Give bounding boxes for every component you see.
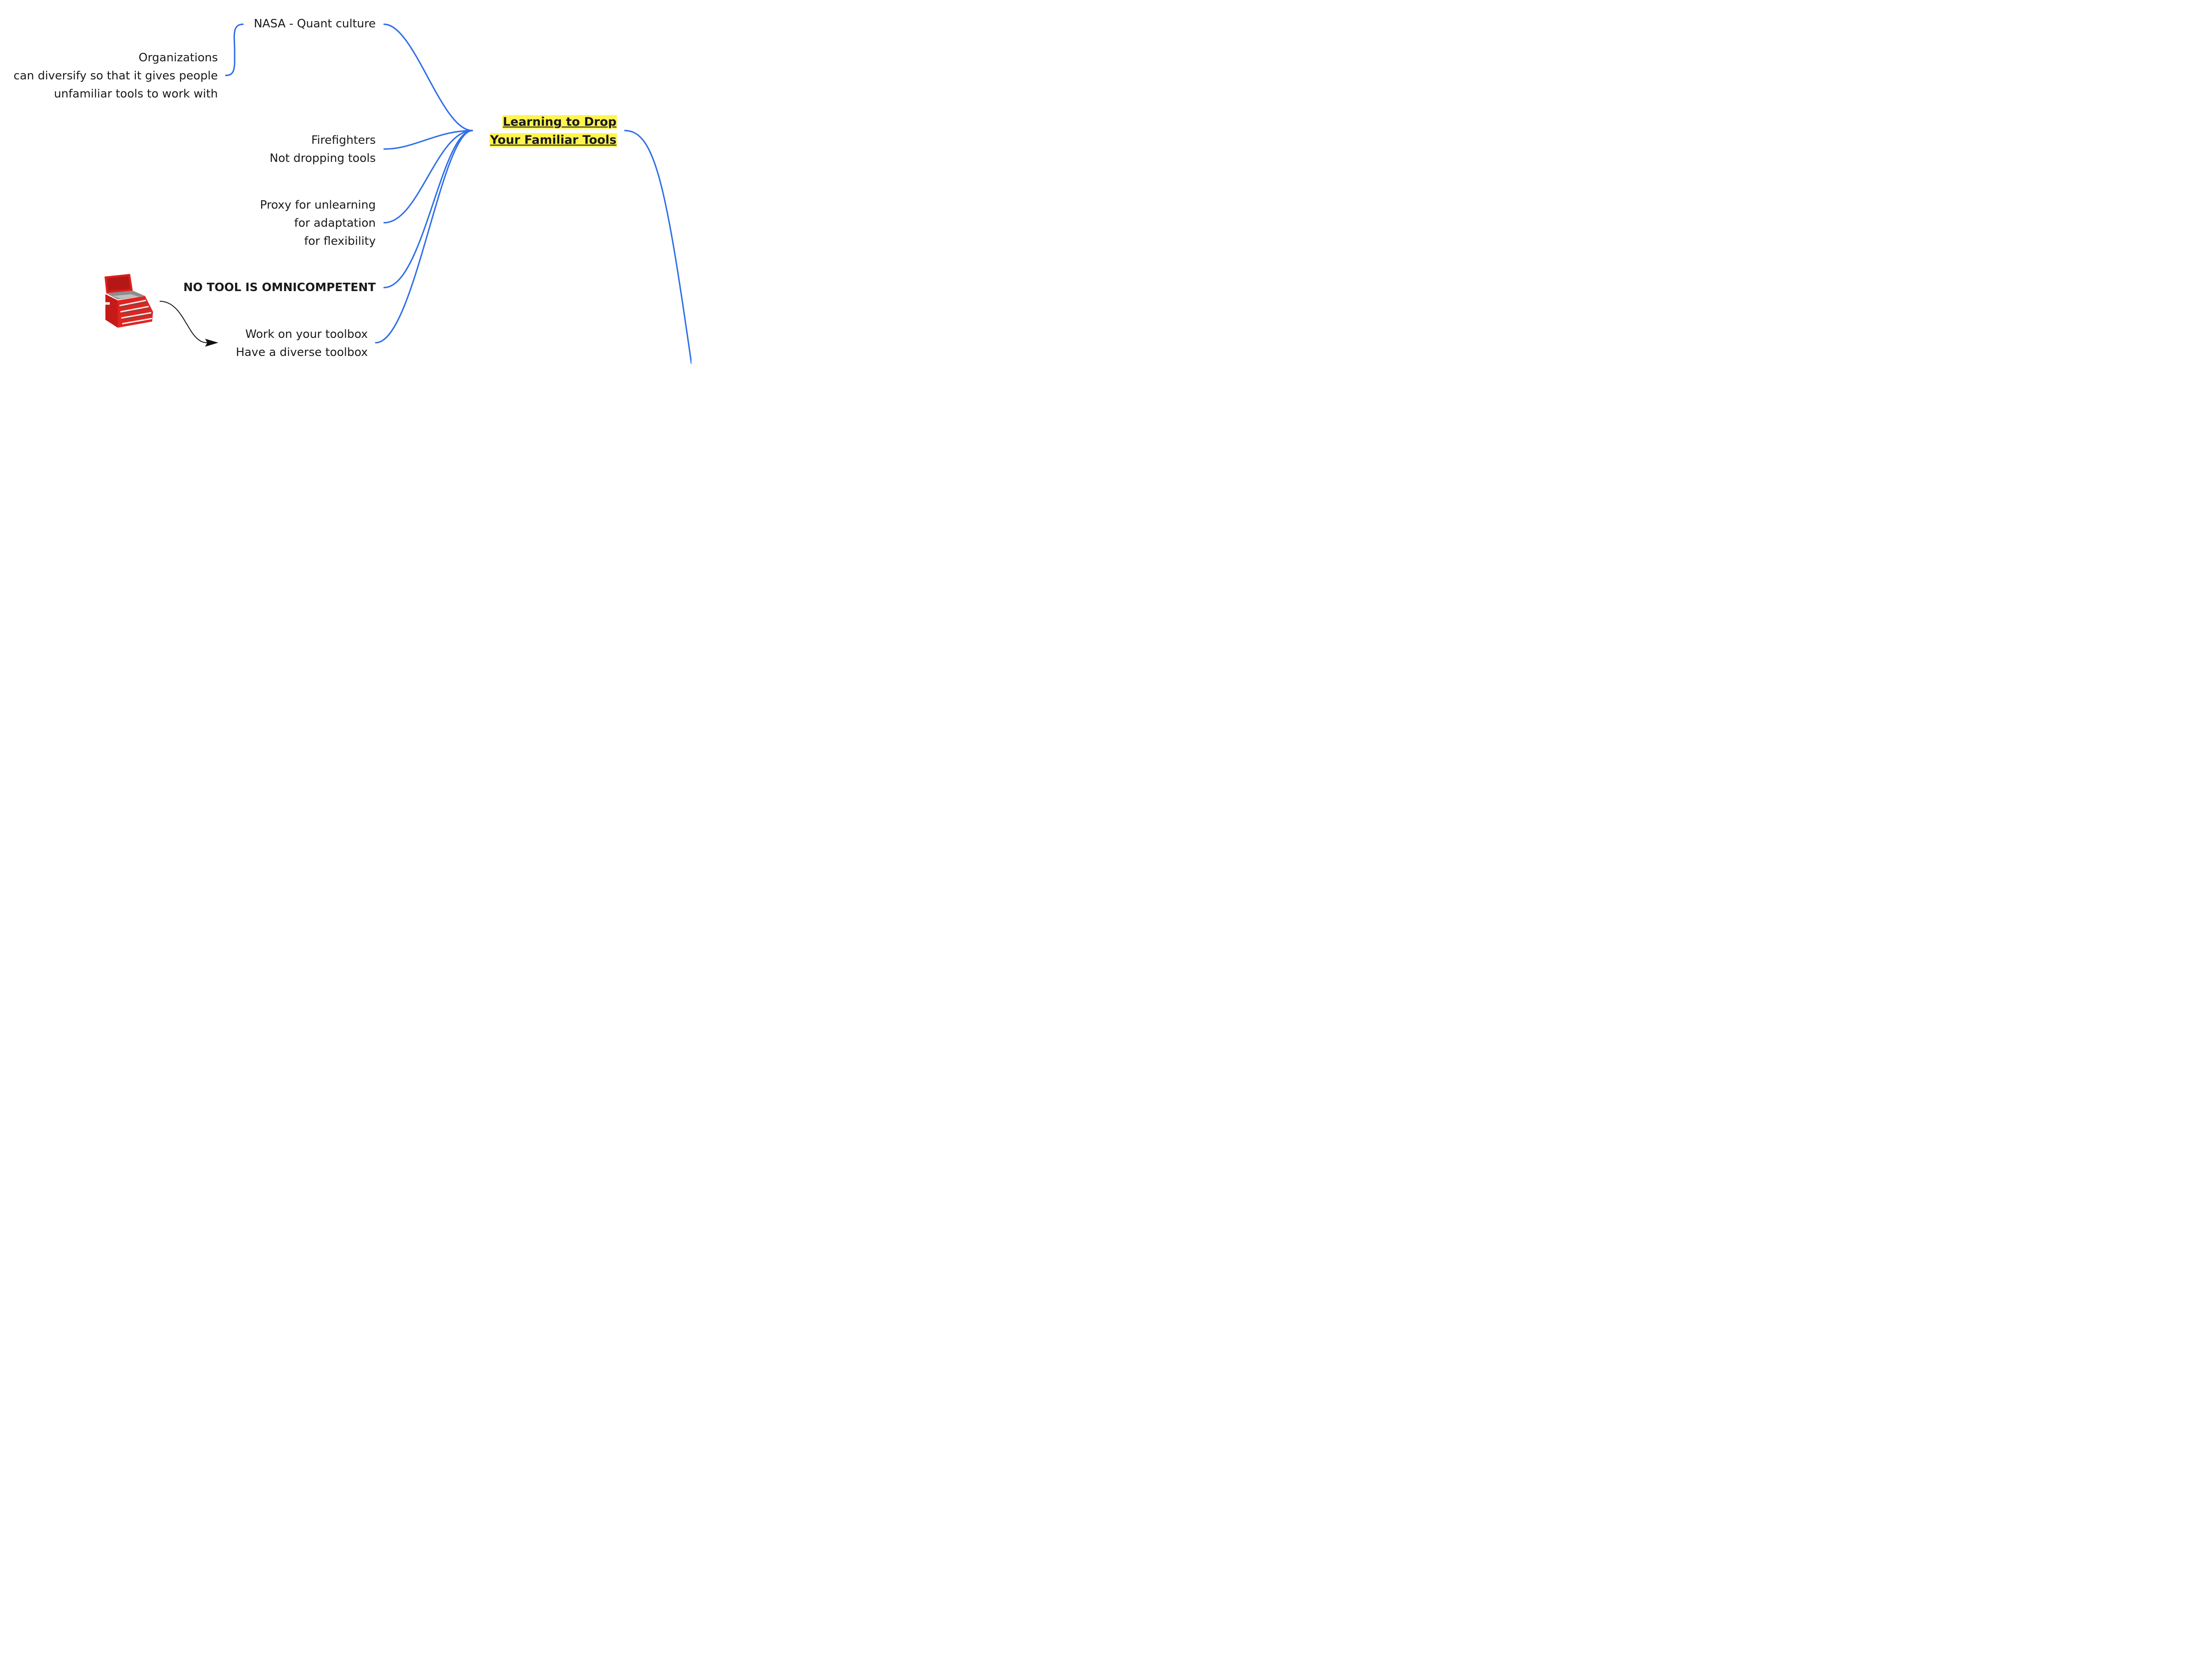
edge-toolbox [375, 130, 473, 344]
central-topic-line1: Learning to Drop [502, 115, 617, 129]
node-toolbox: Work on your toolbox Have a diverse tool… [235, 328, 368, 359]
node-no-tool: NO TOOL IS OMNICOMPETENT [183, 281, 376, 294]
edge-nasa [383, 23, 473, 131]
edge-firefighters [383, 130, 473, 150]
node-firefighters: Firefighters Not dropping tools [269, 134, 376, 165]
node-organizations: Organizations can diversify so that it g… [13, 51, 218, 101]
node-nasa: NASA - Quant culture [254, 17, 376, 30]
central-topic: Learning to Drop Your Familiar Tools [490, 113, 617, 149]
central-topic-line2: Your Familiar Tools [490, 133, 617, 147]
node-proxy: Proxy for unlearning for adaptation for … [260, 198, 376, 248]
edge-proxy [383, 130, 473, 224]
edge-no-tool [383, 130, 473, 288]
connector-lines [159, 23, 691, 364]
arrow-toolbox [159, 301, 218, 347]
edge-central-right [624, 130, 691, 364]
edge-organizations [225, 23, 244, 76]
red-toolbox-icon [105, 274, 153, 328]
